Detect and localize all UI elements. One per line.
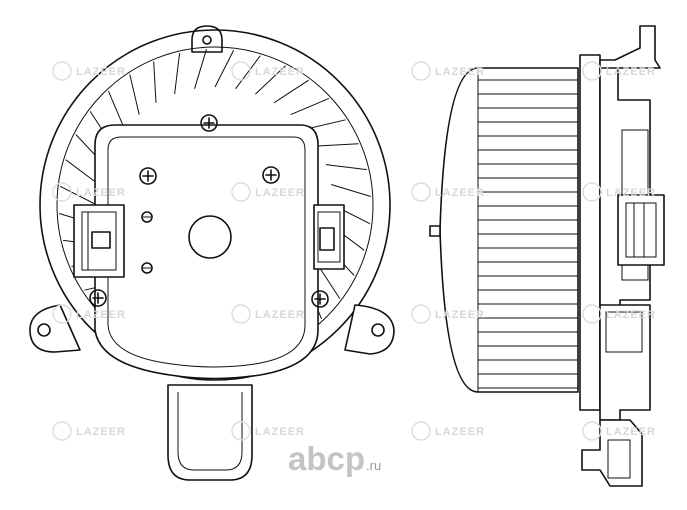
watermark-text: LAZEER — [435, 66, 485, 78]
fan-blade — [129, 74, 140, 115]
watermark-text: LAZEER — [255, 426, 305, 438]
watermark-layer: LAZEER LAZEER LAZEER LAZEER LAZEER LAZEER LAZE… — [52, 61, 656, 441]
motor-housing — [94, 124, 319, 380]
fan-blade — [255, 65, 286, 95]
watermark-text: LAZEER — [606, 187, 656, 199]
fan-drum-ribs — [478, 79, 578, 389]
watermark-logo-icon: LAZEER — [411, 61, 485, 81]
watermark-logo-icon: LAZEER — [231, 304, 305, 324]
watermark-logo-icon: LAZEER — [52, 304, 126, 324]
brand-tld: .ru — [366, 458, 382, 473]
brand-name: abcp — [288, 440, 366, 477]
watermark-logo-icon: LAZEER — [582, 61, 656, 81]
fan-drum — [439, 67, 579, 393]
watermark-logo-icon: LAZEER — [582, 304, 656, 324]
watermark-text: LAZEER — [606, 309, 656, 321]
bottom-plug-handle — [167, 384, 253, 481]
fan-blade — [174, 53, 181, 95]
watermark-text: LAZEER — [76, 187, 126, 199]
connector-icon — [617, 194, 665, 266]
watermark-text: LAZEER — [255, 309, 305, 321]
fan-blade — [107, 90, 126, 130]
watermark-text: LAZEER — [255, 187, 305, 199]
screw-icon — [311, 290, 329, 308]
watermark-logo-icon: LAZEER — [582, 421, 656, 441]
watermark-text: LAZEER — [606, 66, 656, 78]
watermark-text: LAZEER — [435, 309, 485, 321]
watermark-logo-icon: LAZEER — [411, 304, 485, 324]
fan-blade — [273, 79, 309, 104]
fan-blade — [317, 143, 359, 147]
watermark-logo-icon: LAZEER — [582, 182, 656, 202]
watermark-logo-icon: LAZEER — [52, 421, 126, 441]
top-mounting-tab — [191, 25, 223, 53]
watermark-text: LAZEER — [255, 66, 305, 78]
side-view — [429, 25, 665, 487]
watermark-text: LAZEER — [76, 426, 126, 438]
watermark-logo-icon: LAZEER — [52, 182, 126, 202]
screw-icon — [89, 289, 107, 307]
watermark-logo-icon: LAZEER — [52, 61, 126, 81]
fan-blade — [65, 159, 100, 185]
abcp-brand-mark: abcp.ru — [288, 440, 381, 480]
fan-blade — [59, 185, 98, 206]
connector-icon — [73, 204, 125, 278]
outer-housing — [39, 29, 391, 381]
left-mounting-ear — [29, 304, 81, 353]
right-mounting-ear — [344, 304, 395, 355]
fan-blade — [214, 49, 235, 88]
motor-shaft-hub — [188, 215, 232, 259]
watermark-logo-icon: LAZEER — [411, 421, 485, 441]
fan-blade — [194, 49, 207, 89]
side-bottom-plug — [581, 419, 643, 487]
watermark-logo-icon: LAZEER — [231, 421, 305, 441]
top-bracket — [599, 25, 661, 69]
watermark-logo-icon: LAZEER — [411, 182, 485, 202]
watermark-text: LAZEER — [76, 66, 126, 78]
watermark-logo-icon: LAZEER — [231, 61, 305, 81]
fan-blade — [325, 164, 367, 171]
watermark-text: LAZEER — [606, 426, 656, 438]
fan-blade — [235, 55, 261, 90]
watermark-text: LAZEER — [435, 426, 485, 438]
mounting-plate — [579, 54, 601, 411]
watermark-text: LAZEER — [76, 309, 126, 321]
watermark-text: LAZEER — [435, 187, 485, 199]
shaft-stub — [429, 225, 441, 237]
fan-blade — [290, 97, 330, 116]
fan-blade — [153, 61, 157, 103]
screw-icon — [262, 166, 280, 184]
front-view — [29, 25, 395, 481]
screw-icon — [200, 114, 218, 132]
fan-blade — [331, 184, 371, 197]
screw-icon — [139, 167, 157, 185]
connector-icon — [313, 204, 345, 270]
watermark-logo-icon: LAZEER — [231, 182, 305, 202]
